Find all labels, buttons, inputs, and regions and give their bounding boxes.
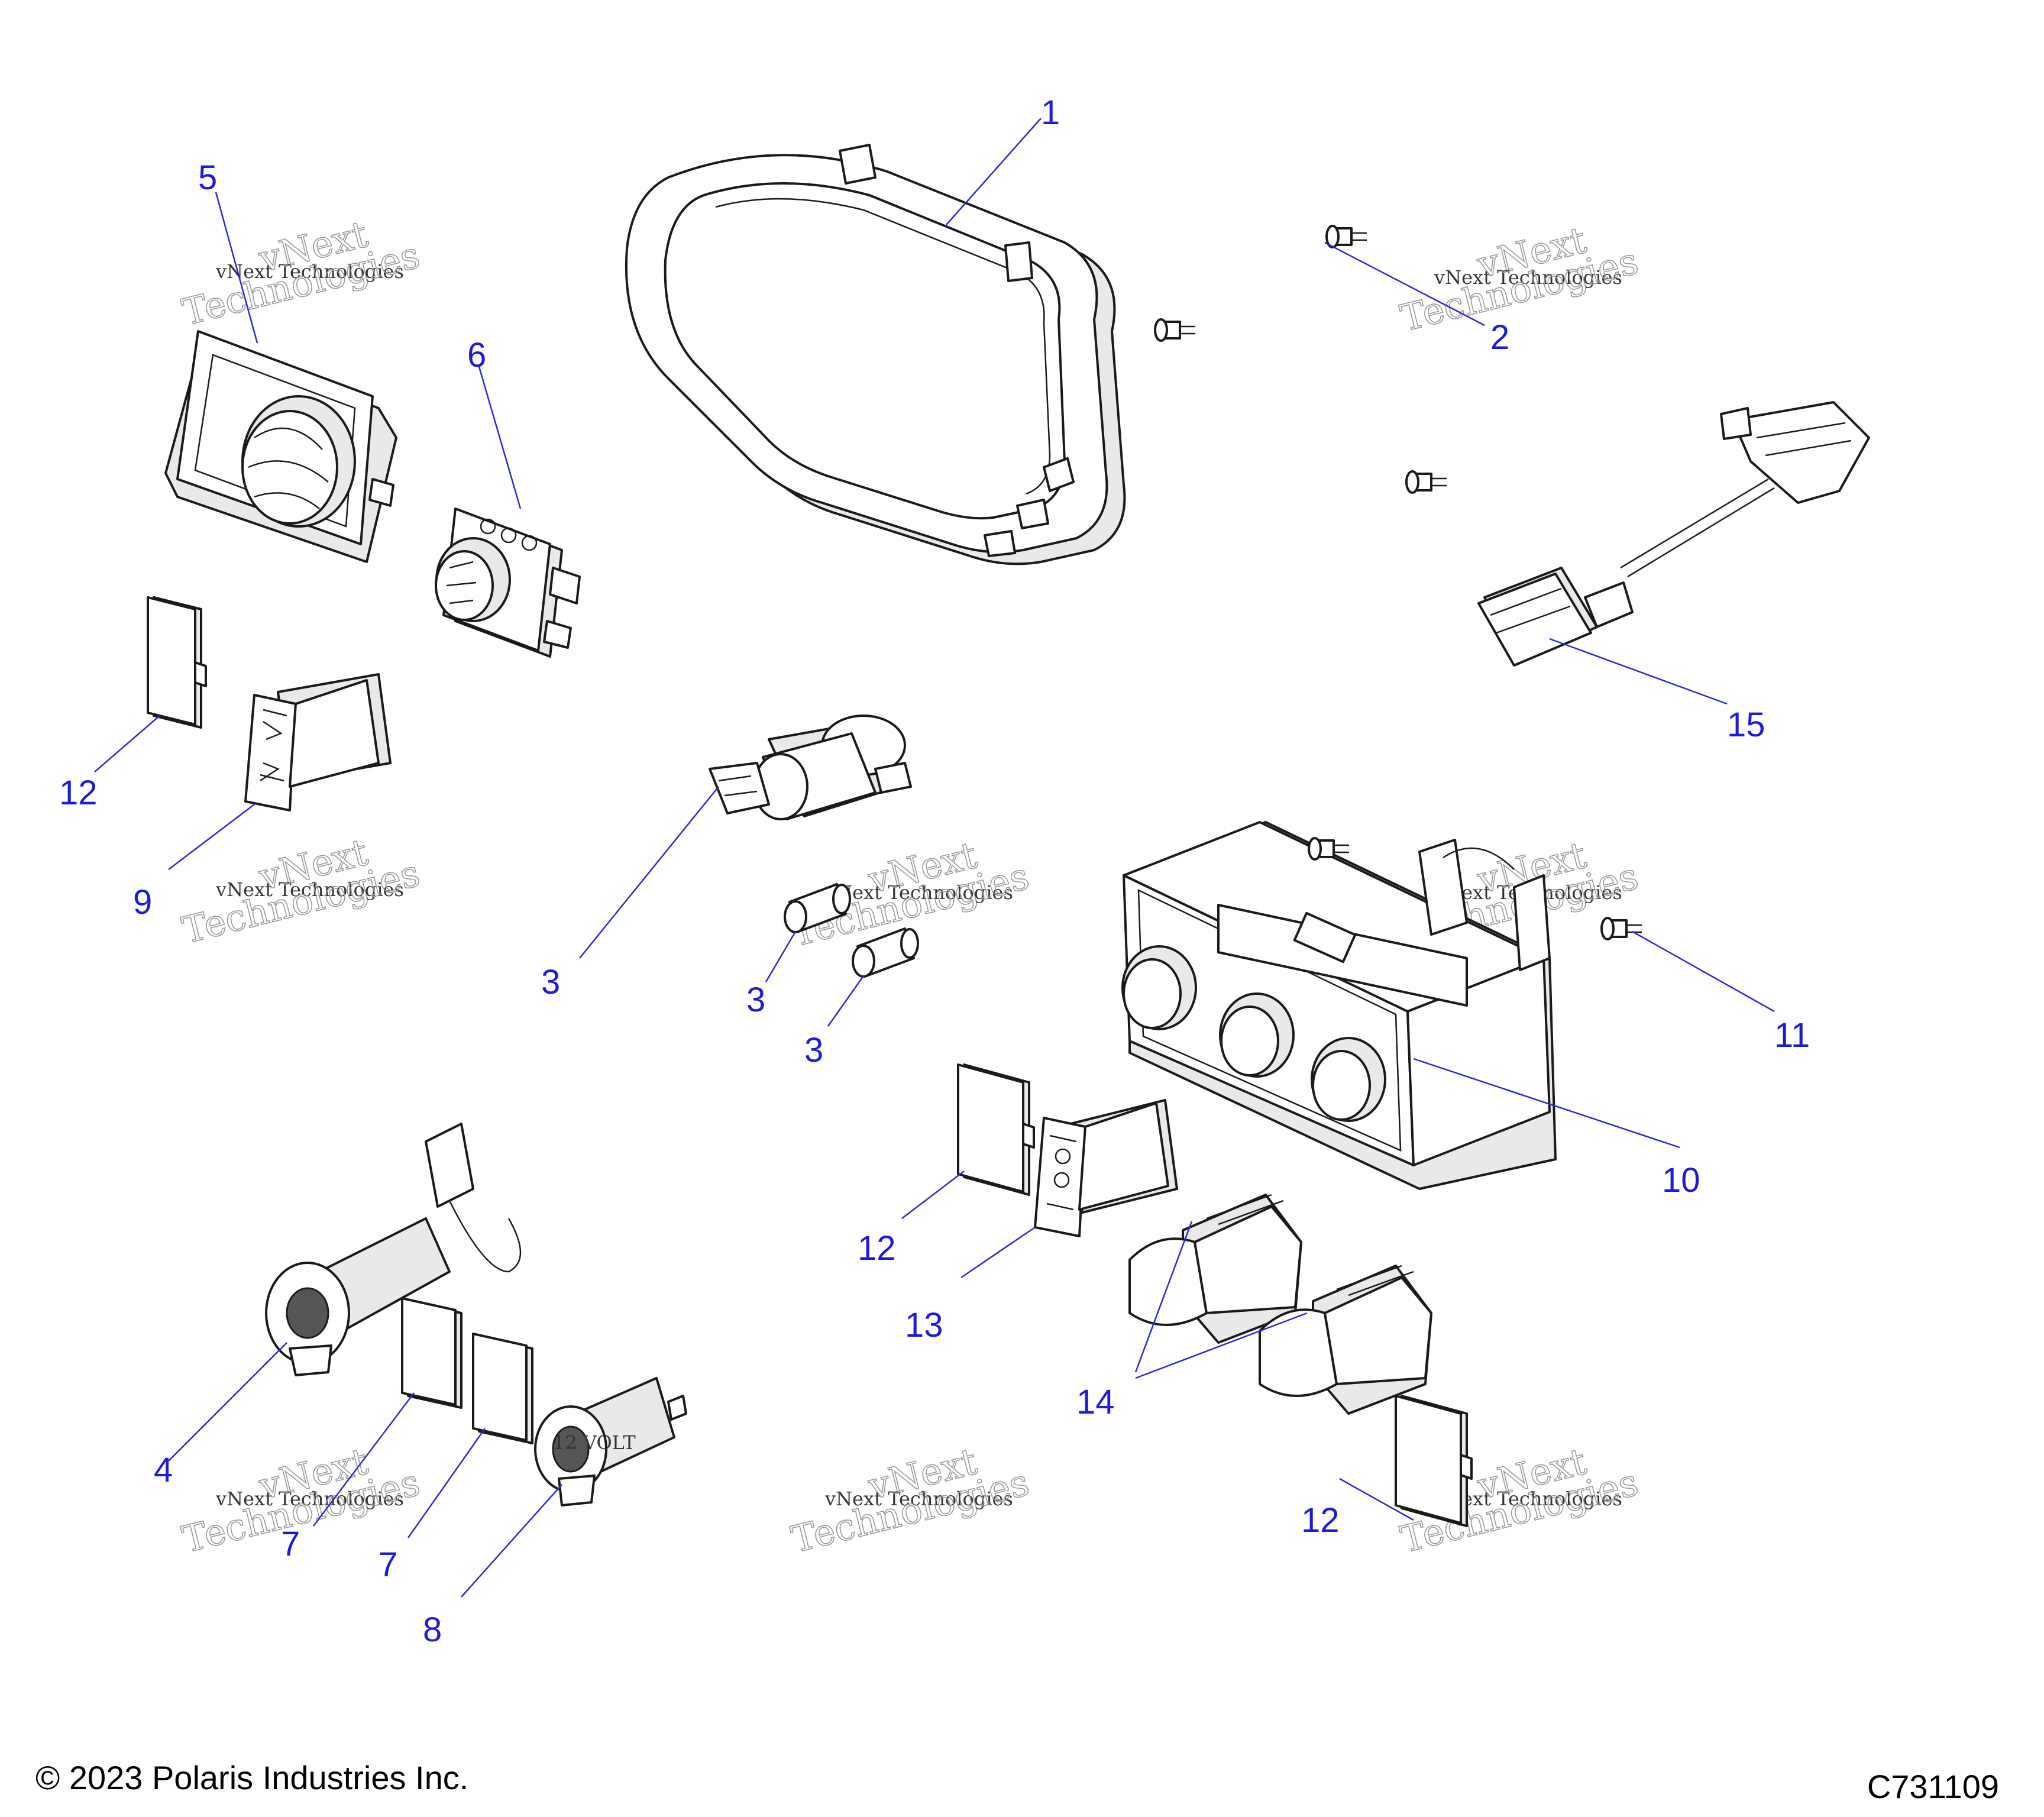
callout-3: 3 xyxy=(804,1031,823,1069)
callout-9: 9 xyxy=(133,883,152,922)
part-light-switch xyxy=(435,507,581,658)
watermark-text: vNext Technologies xyxy=(215,1488,404,1510)
watermark-text: vNext Technologies xyxy=(215,878,404,901)
callout-7: 7 xyxy=(379,1546,397,1584)
callout-15: 15 xyxy=(1727,706,1765,744)
part-diagnostic-harness xyxy=(1477,401,1870,667)
part-blank-plug xyxy=(1395,1395,1473,1527)
callout-3: 3 xyxy=(746,981,765,1019)
part-rocker-switch-13 xyxy=(1034,1099,1178,1237)
callout-10: 10 xyxy=(1662,1161,1700,1200)
part-cover xyxy=(401,1297,463,1409)
callout-4: 4 xyxy=(154,1451,173,1489)
part-toggle-switch xyxy=(1259,1265,1432,1415)
knob xyxy=(1121,945,1197,1030)
part-climate-control-panel xyxy=(1121,821,1557,1190)
callout-6: 6 xyxy=(467,336,486,374)
watermark-1: vNext Technologies vNext Technologies xyxy=(177,212,424,334)
knob xyxy=(1311,1037,1386,1122)
callout-14: 14 xyxy=(1076,1383,1115,1421)
callout-8: 8 xyxy=(423,1611,442,1649)
copyright-text: © 2023 Polaris Industries Inc. xyxy=(35,1759,468,1796)
leader-lines xyxy=(94,118,1775,1598)
callout-12: 12 xyxy=(59,774,98,812)
callout-labels: 1 2 3 3 3 4 5 6 7 7 8 9 10 11 12 12 12 1… xyxy=(59,93,1810,1649)
part-instrument-cluster xyxy=(625,144,1126,565)
part-ignition-switch xyxy=(709,714,912,820)
watermark-text: vNext Technologies xyxy=(824,1488,1013,1510)
part-rocker-switch-9 xyxy=(244,673,392,811)
part-cover xyxy=(472,1333,533,1444)
part-usb-outlet xyxy=(265,1123,522,1376)
watermark-8: vNext Technologies vNext Technologies xyxy=(787,1439,1033,1561)
watermark-text: vNext Technologies xyxy=(1434,266,1622,289)
watermark-3: vNext Technologies vNext Technologies xyxy=(1396,218,1642,340)
part-blank-plug xyxy=(957,1063,1035,1196)
callout-12: 12 xyxy=(858,1229,896,1268)
callout-2: 2 xyxy=(1490,318,1509,357)
part-screw-set xyxy=(1154,225,1447,494)
callout-1: 1 xyxy=(1041,93,1060,132)
callout-13: 13 xyxy=(905,1306,943,1344)
knob xyxy=(1219,992,1295,1078)
footer: © 2023 Polaris Industries Inc. C731109 xyxy=(35,1759,1999,1805)
outlet-voltage-label: 12 VOLT xyxy=(553,1431,636,1454)
screw xyxy=(1325,225,1367,248)
screw xyxy=(1405,470,1447,494)
watermark-7: vNext Technologies vNext Technologies xyxy=(177,1439,424,1561)
part-12v-outlet: 12 VOLT xyxy=(534,1377,687,1506)
part-blank-plug xyxy=(147,596,207,729)
callout-11: 11 xyxy=(1774,1016,1810,1055)
watermark-text: vNext Technologies xyxy=(824,881,1013,904)
callout-7: 7 xyxy=(281,1525,300,1563)
watermark-4: vNext Technologies vNext Technologies xyxy=(177,830,424,952)
watermark-text: vNext Technologies xyxy=(215,260,404,283)
screw xyxy=(1154,318,1195,342)
callout-12: 12 xyxy=(1301,1501,1340,1540)
part-lock-cylinder xyxy=(784,883,851,933)
screw xyxy=(1308,837,1349,861)
part-toggle-switch xyxy=(1128,1194,1302,1344)
part-drive-mode-switch xyxy=(164,330,397,563)
screw xyxy=(1600,917,1642,940)
callout-3: 3 xyxy=(541,963,560,1001)
part-lock-cylinder xyxy=(852,927,919,978)
callout-5: 5 xyxy=(198,159,217,197)
figure-id: C731109 xyxy=(1867,1768,1999,1805)
